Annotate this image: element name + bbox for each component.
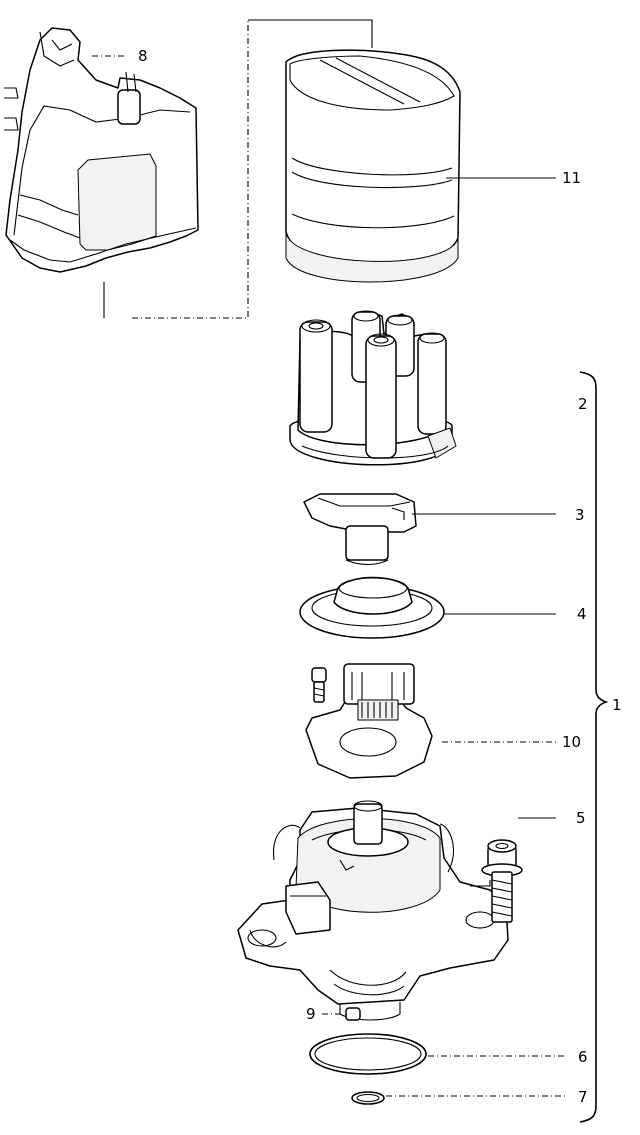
distributor-cap-drawing (289, 310, 457, 466)
mounting-bolt-drawing (481, 817, 556, 923)
callout-7: 7 (578, 1088, 588, 1106)
callout-6: 6 (578, 1048, 588, 1066)
assembly-bracket (579, 371, 609, 1123)
callout-2: 2 (578, 395, 588, 413)
callout-8: 8 (138, 47, 148, 65)
o-ring-small-drawing (351, 1091, 566, 1105)
hall-sender-drawing (305, 663, 556, 779)
callout-3: 3 (575, 506, 585, 524)
callout-4: 4 (577, 605, 587, 623)
dust-shield-drawing (299, 576, 556, 639)
callout-9: 9 (306, 1005, 316, 1023)
callout-10: 10 (562, 733, 581, 751)
interference-shield-drawing (285, 49, 556, 283)
callout-11: 11 (562, 169, 581, 187)
drive-pin-drawing (322, 1007, 361, 1021)
cap-cover-drawing (4, 19, 373, 319)
callout-1: 1 (612, 696, 622, 714)
o-ring-large-drawing (309, 1033, 566, 1075)
rotor-drawing (303, 493, 556, 566)
callout-5: 5 (576, 809, 586, 827)
distributor-body-drawing (237, 800, 509, 1021)
